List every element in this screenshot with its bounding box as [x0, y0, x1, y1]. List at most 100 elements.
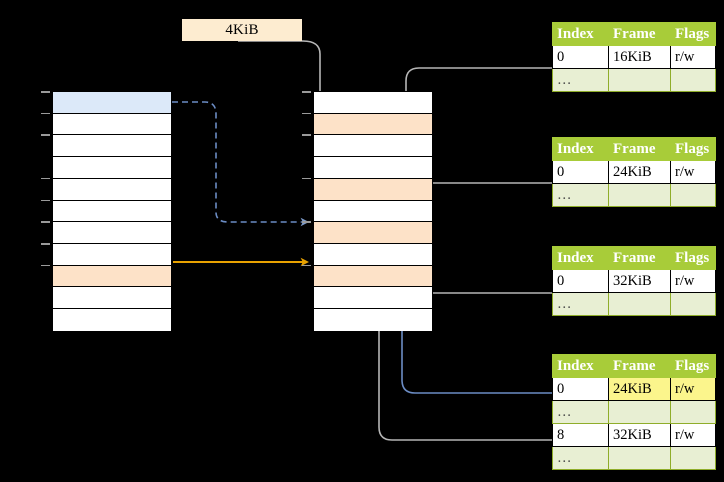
virtual-address-space-row-10	[53, 309, 171, 331]
physical-address-space-row-8	[314, 265, 432, 288]
page-table-4-header-index: Index	[552, 354, 609, 378]
page-table-2-r0-c0: 0	[552, 160, 609, 184]
page-table-2-r1-c2	[670, 183, 716, 207]
page-table-2-header-frame: Frame	[608, 137, 671, 161]
physical-address-space-row-2	[314, 135, 432, 158]
page-table-4-r2-c1: 32KiB	[608, 423, 671, 447]
page-table-3-r0-c0: 0	[552, 269, 609, 293]
virtual-address-space-tick-8	[41, 264, 50, 267]
page-table-3-header-index: Index	[552, 246, 609, 270]
page-table-4-r0-c1: 24KiB	[608, 377, 671, 401]
connector-virtual-row0-dashed	[172, 101, 309, 227]
virtual-address-space-row-4	[53, 178, 171, 201]
page-table-4-r0-c0: 0	[552, 377, 609, 401]
physical-address-space-row-9	[314, 287, 432, 310]
physical-address-space-tick-4	[302, 177, 311, 180]
connector-pt2-to-physical	[415, 182, 552, 211]
virtual-address-space-tick-0	[41, 91, 50, 93]
connector-pt4-row0-to-physical	[397, 216, 552, 394]
page-table-4-r2-c2: r/w	[670, 423, 716, 447]
page-table-1-r1-c1	[608, 68, 671, 92]
virtual-address-space-row-8	[53, 265, 171, 288]
virtual-address-space-strip	[52, 91, 172, 331]
page-table-1-r0-c1: 16KiB	[608, 45, 671, 69]
physical-address-space-row-6	[314, 222, 432, 245]
page-table-2-r0-c1: 24KiB	[608, 160, 671, 184]
page-table-3-r1-c1	[608, 292, 671, 316]
virtual-address-space-row-6	[53, 222, 171, 245]
page-table-4-r3-c1	[608, 446, 671, 470]
page-table-1-header-frame: Frame	[608, 22, 671, 46]
physical-address-space-row-4	[314, 178, 432, 201]
virtual-address-space-row-2	[53, 135, 171, 158]
page-table-4-row-3: …	[552, 446, 716, 470]
virtual-address-space-row-9	[53, 287, 171, 310]
page-table-2-r0-c2: r/w	[670, 160, 716, 184]
virtual-address-space-tick-2	[41, 134, 50, 137]
physical-address-space-row-0	[314, 92, 432, 114]
page-table-1-r1-c2	[670, 68, 716, 92]
page-table-4-r1-c0: …	[552, 400, 609, 424]
physical-address-space-row-3	[314, 157, 432, 179]
page-table-4-row-1: …	[552, 400, 716, 424]
page-table-2-header-flags: Flags	[670, 137, 716, 161]
page-table-3-row-1: …	[552, 292, 716, 316]
page-table-2-header-index: Index	[552, 137, 609, 161]
physical-address-space-row-7	[314, 244, 432, 266]
page-table-3-r0-c2: r/w	[670, 269, 716, 293]
page-table-3-header-flags: Flags	[670, 246, 716, 270]
physical-address-space-tick-8	[302, 264, 311, 267]
page-table-1-r1-c0: …	[552, 68, 609, 92]
page-table-1-r0-c2: r/w	[670, 45, 716, 69]
page-table-3-header-frame: Frame	[608, 246, 671, 270]
page-table-4-header-frame: Frame	[608, 354, 671, 378]
virtual-address-space-row-3	[53, 157, 171, 179]
callout-4kib: 4KiB	[182, 19, 302, 41]
physical-address-space-row-10	[314, 309, 432, 331]
page-table-4-r3-c2	[670, 446, 716, 470]
physical-address-space-tick-2	[302, 134, 311, 137]
page-table-3-r0-c1: 32KiB	[608, 269, 671, 293]
page-table-4-r0-c2: r/w	[670, 377, 716, 401]
page-table-1-header-flags: Flags	[670, 22, 716, 46]
virtual-address-space-row-5	[53, 200, 171, 223]
physical-address-space-row-1	[314, 113, 432, 136]
physical-address-space-strip	[313, 91, 433, 331]
physical-address-space-tick-6	[302, 221, 311, 223]
virtual-address-space-tick-1	[41, 112, 50, 115]
page-table-2-r1-c0: …	[552, 183, 609, 207]
connector-pt1-to-physical	[402, 67, 552, 189]
page-table-1-row-1: …	[552, 68, 716, 92]
page-table-3-r1-c2	[670, 292, 716, 316]
virtual-address-space-row-7	[53, 244, 171, 266]
page-table-1-header-index: Index	[552, 22, 609, 46]
physical-address-space-tick-0	[302, 91, 311, 93]
virtual-address-space-tick-7	[41, 243, 50, 245]
virtual-address-space-row-0	[53, 92, 171, 114]
page-table-4-r3-c0: …	[552, 446, 609, 470]
page-table-3-r1-c0: …	[552, 292, 609, 316]
virtual-address-space-row-1	[53, 113, 171, 136]
page-table-4-header-flags: Flags	[670, 354, 716, 378]
connector-callout-to-physical	[238, 40, 324, 124]
page-table-1-r0-c0: 0	[552, 45, 609, 69]
virtual-address-space-tick-4	[41, 177, 50, 180]
virtual-address-space-tick-6	[41, 221, 50, 223]
physical-address-space-row-5	[314, 200, 432, 223]
page-table-4-r2-c0: 8	[552, 423, 609, 447]
virtual-address-space-tick-5	[41, 199, 50, 202]
page-table-4-r1-c1	[608, 400, 671, 424]
page-table-2-row-1: …	[552, 183, 716, 207]
